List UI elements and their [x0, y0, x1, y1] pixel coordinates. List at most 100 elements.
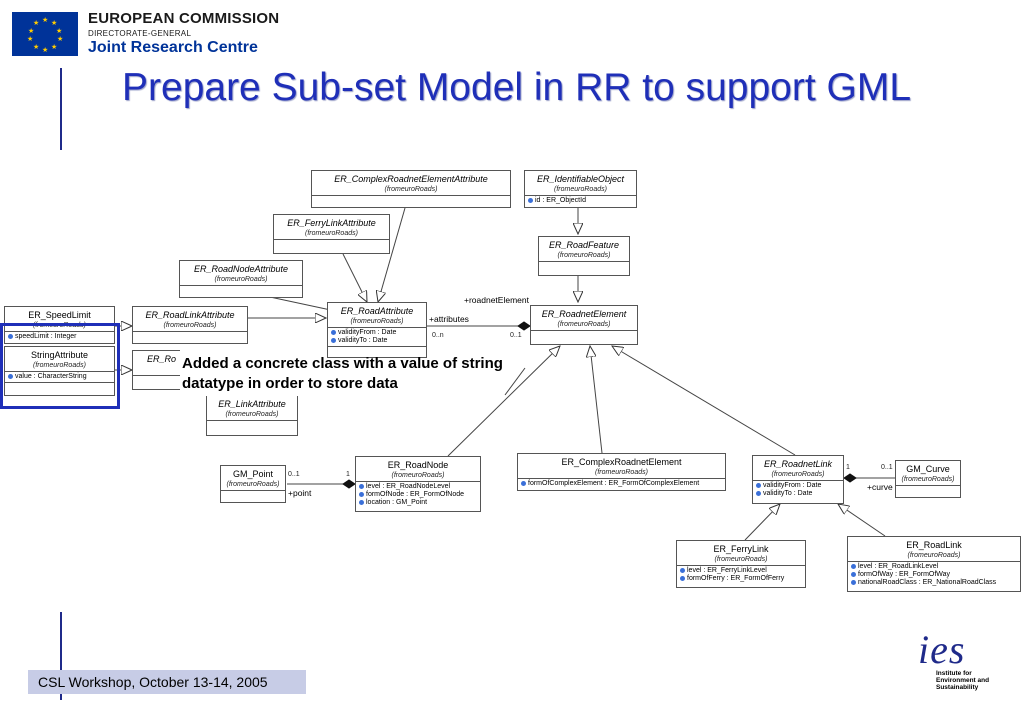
class-package: (fromeuroRoads) — [557, 321, 611, 328]
class-package: (fromeuroRoads) — [907, 552, 961, 559]
decor-bar-bottom — [60, 612, 62, 700]
class-package: (fromeuroRoads) — [305, 230, 358, 237]
footer-banner: CSL Workshop, October 13-14, 2005 — [28, 670, 306, 694]
star-icon: ★ — [27, 36, 34, 43]
attribute-row: formOfWay : ER_FormOfWay — [851, 571, 1017, 579]
org-line-2: DIRECTORATE-GENERAL — [88, 29, 192, 38]
class-name: ER_RoadLink — [906, 540, 962, 550]
class-name: ER_RoadNode — [387, 460, 449, 470]
class-road-link: ER_RoadLink (fromeuroRoads) level : ER_Ro… — [847, 536, 1021, 592]
attribute-icon — [359, 499, 364, 505]
class-package: (fromeuroRoads) — [554, 186, 607, 193]
note-line-2: datatype in order to store data — [182, 375, 398, 392]
attribute-row: formOfNode : ER_FormOfNode — [359, 491, 477, 499]
class-roadnet-link: ER_RoadnetLink(fromeuroRoads) validityFr… — [752, 455, 844, 504]
class-roadnet-element: ER_RoadnetElement (fromeuroRoads) — [530, 305, 638, 345]
attribute-icon — [331, 337, 336, 343]
star-icon: ★ — [51, 20, 58, 27]
multiplicity-01: 0..1 — [510, 332, 522, 339]
multiplicity-roadnet-link: 1 — [846, 464, 850, 471]
class-ferry-link-attribute: ER_FerryLinkAttribute (fromeuroRoads) — [273, 214, 390, 254]
class-package: (fromeuroRoads) — [225, 411, 279, 418]
attribute-icon — [680, 575, 685, 581]
star-icon: ★ — [57, 36, 64, 43]
ies-logo-line-1: Institute for — [936, 670, 972, 677]
class-package: (fromeuroRoads) — [226, 481, 280, 488]
attribute-icon — [680, 567, 685, 573]
class-string-attribute: StringAttribute(fromeuroRoads) value : C… — [4, 346, 115, 396]
attribute-row: validityTo : Date — [331, 337, 423, 345]
org-line-3: Joint Research Centre — [88, 39, 258, 56]
class-name: ER_ComplexRoadnetElement — [561, 457, 682, 467]
class-package: (fromeuroRoads) — [557, 252, 611, 259]
class-package: (fromeuroRoads) — [391, 472, 445, 479]
class-package: (fromeuroRoads) — [771, 471, 825, 478]
ies-logo: ies Institute for Environment and Sustai… — [918, 630, 1012, 702]
attribute-row: id : ER_ObjectId — [528, 197, 633, 205]
attribute-icon — [756, 490, 761, 496]
class-name: ER_FerryLink — [713, 544, 769, 554]
attribute-row: formOfFerry : ER_FormOfFerry — [680, 575, 802, 583]
attribute-icon — [756, 482, 761, 488]
attribute-icon — [8, 373, 13, 379]
star-icon: ★ — [28, 28, 35, 35]
class-partial-hidden: ER_Ro — [132, 350, 180, 390]
annotation-note: Added a concrete class with a value of s… — [182, 354, 503, 394]
class-road-feature: ER_RoadFeature(fromeuroRoads) — [538, 236, 630, 276]
class-road-attribute: ER_RoadAttribute(fromeuroRoads) validity… — [327, 302, 427, 358]
role-attributes: +attributes — [429, 314, 469, 324]
attribute-icon — [8, 333, 13, 339]
eu-flag-logo: ★ ★ ★ ★ ★ ★ ★ ★ ★ ★ — [12, 12, 78, 56]
attribute-row: level : ER_RoadLinkLevel — [851, 563, 1017, 571]
class-road-node-attribute: ER_RoadNodeAttribute(fromeuroRoads) — [179, 260, 303, 298]
class-road-link-attribute: ER_RoadLinkAttribute (fromeuroRoads) — [132, 306, 248, 344]
attribute-row: speedLimit : Integer — [8, 333, 111, 341]
ies-logo-word: ies — [918, 627, 966, 672]
org-name: EUROPEAN COMMISSION DIRECTORATE-GENERAL … — [88, 10, 279, 57]
attribute-icon — [528, 197, 533, 203]
star-icon: ★ — [51, 44, 58, 51]
class-package: (fromeuroRoads) — [901, 476, 955, 483]
decor-bar-top — [60, 68, 62, 150]
class-name: ER_FerryLinkAttribute — [287, 218, 376, 228]
class-package: (fromeuroRoads) — [384, 186, 438, 193]
multiplicity-gm-curve: 0..1 — [881, 464, 893, 471]
attribute-icon — [331, 329, 336, 335]
multiplicity-gm-point: 0..1 — [288, 471, 300, 478]
class-name: StringAttribute — [30, 350, 89, 360]
class-name: ER_ComplexRoadnetElementAttribute — [334, 174, 488, 184]
class-name: ER_Ro — [147, 354, 177, 364]
class-gm-point: GM_Point (fromeuroRoads) — [220, 465, 286, 503]
attribute-row: validityFrom : Date — [331, 329, 423, 337]
class-package: (fromeuroRoads) — [163, 322, 217, 329]
class-name: ER_RoadLinkAttribute — [145, 310, 235, 320]
attribute-icon — [359, 491, 364, 497]
class-link-attribute: ER_LinkAttribute(fromeuroRoads) — [206, 396, 298, 436]
class-complex-roadnet-element-attribute: ER_ComplexRoadnetElementAttribute (fromeu… — [311, 170, 511, 208]
class-road-node: ER_RoadNode (fromeuroRoads) level : ER_Ro… — [355, 456, 481, 512]
class-name: ER_RoadnetElement — [541, 309, 627, 319]
class-name: ER_RoadAttribute — [340, 306, 414, 316]
star-icon: ★ — [33, 44, 40, 51]
note-line-1: Added a concrete class with a value of s… — [182, 355, 503, 372]
org-line-1: EUROPEAN COMMISSION — [88, 10, 280, 27]
attribute-row: value : CharacterString — [8, 373, 111, 381]
ies-logo-line-2: Environment and — [936, 677, 990, 684]
class-package: (fromeuroRoads) — [214, 276, 268, 283]
multiplicity-0n: 0..n — [432, 332, 444, 339]
attribute-row: validityFrom : Date — [756, 482, 840, 490]
attribute-icon — [521, 480, 526, 486]
attribute-icon — [359, 483, 364, 489]
class-name: ER_IdentifiableObject — [536, 174, 625, 184]
role-curve: +curve — [867, 482, 893, 492]
class-name: GM_Point — [232, 469, 274, 479]
class-identifiable-object: ER_IdentifiableObject (fromeuroRoads) id … — [524, 170, 637, 208]
attribute-icon — [851, 563, 856, 569]
class-complex-roadnet-element: ER_ComplexRoadnetElement(fromeuroRoads) … — [517, 453, 726, 491]
ies-logo-line-3: Sustainability — [936, 684, 979, 691]
multiplicity-road-node: 1 — [346, 471, 350, 478]
class-ferry-link: ER_FerryLink(fromeuroRoads) level : ER_F… — [676, 540, 806, 588]
attribute-row: level : ER_RoadNodeLevel — [359, 483, 477, 491]
star-icon: ★ — [33, 20, 40, 27]
